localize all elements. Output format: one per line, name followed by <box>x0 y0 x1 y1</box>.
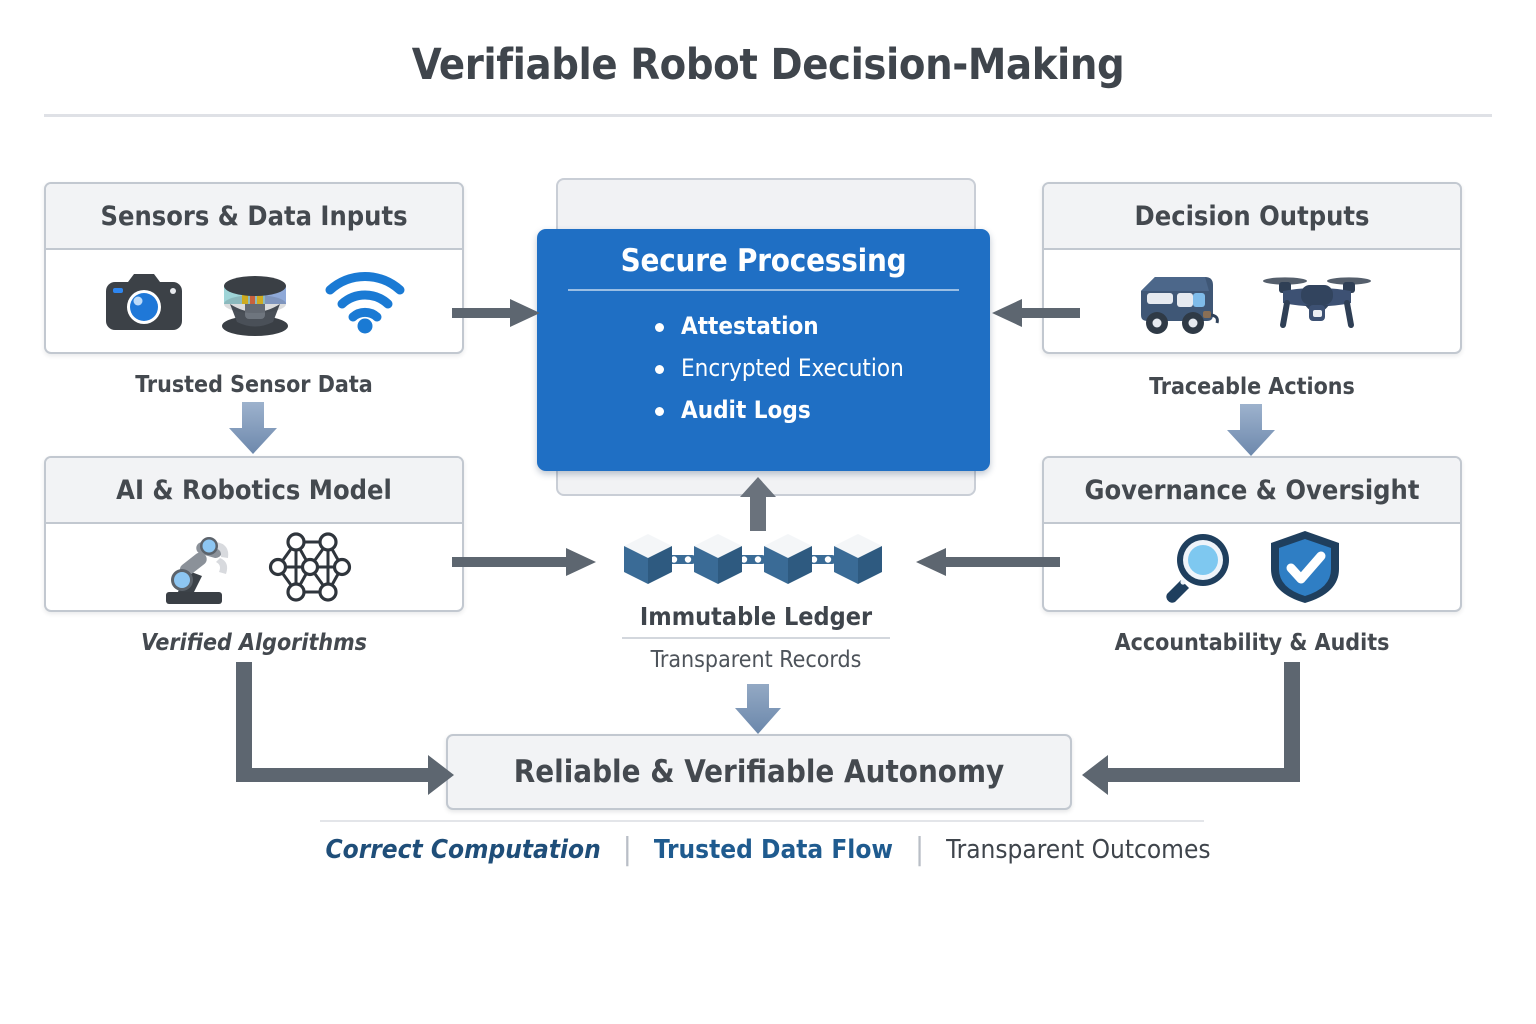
secure-processing-card[interactable]: Secure Processing Attestation Encrypted … <box>537 229 990 471</box>
caption-trusted-sensor-data: Trusted Sensor Data <box>135 372 373 398</box>
footer-separator: | <box>915 832 925 867</box>
card-decision-outputs[interactable]: Decision Outputs <box>1042 182 1462 354</box>
autonomous-vehicle-icon <box>1131 265 1235 337</box>
arrow-model-to-ledger <box>452 544 600 580</box>
arrow-sensors-to-model <box>222 402 284 456</box>
card-governance-body <box>1044 524 1460 610</box>
caption-accountability-audits: Accountability & Audits <box>1114 630 1390 656</box>
arrow-governance-to-ledger <box>912 544 1060 580</box>
card-sensors-heading: Sensors & Data Inputs <box>46 184 462 250</box>
footer-item-correct-computation: Correct Computation <box>325 834 601 865</box>
arrow-ledger-to-autonomy <box>730 684 786 734</box>
secure-processing-title: Secure Processing <box>620 243 907 279</box>
footer-divider <box>320 820 1204 822</box>
title-divider <box>44 114 1492 117</box>
secure-list-item: Encrypted Execution <box>655 347 990 389</box>
caption-verified-algorithms: Verified Algorithms <box>141 630 367 656</box>
page-title: Verifiable Robot Decision-Making <box>411 40 1125 90</box>
arrow-sensors-to-secure <box>452 295 544 331</box>
arrow-ledger-to-secure <box>736 477 780 531</box>
arrow-outputs-to-governance <box>1220 404 1282 458</box>
immutable-ledger-group[interactable]: Immutable Ledger Transparent Records <box>600 528 912 673</box>
footer-tagline-row: Correct Computation | Trusted Data Flow … <box>0 832 1536 867</box>
ledger-subtitle: Transparent Records <box>650 647 862 673</box>
ledger-divider <box>622 637 890 639</box>
autonomy-label: Reliable & Verifiable Autonomy <box>513 754 1005 790</box>
card-outputs-body <box>1044 250 1460 352</box>
arrow-outputs-to-secure <box>988 295 1080 331</box>
card-sensors-body <box>46 250 462 352</box>
ledger-title: Immutable Ledger <box>639 602 873 631</box>
neural-network-icon <box>264 528 356 606</box>
secure-list-item: Attestation <box>655 305 990 347</box>
secure-processing-divider <box>568 289 959 291</box>
caption-traceable-actions: Traceable Actions <box>1149 374 1355 400</box>
lidar-icon <box>212 264 298 338</box>
robot-arm-icon <box>152 528 238 606</box>
reliable-verifiable-autonomy-bar[interactable]: Reliable & Verifiable Autonomy <box>446 734 1072 810</box>
magnifier-icon <box>1159 528 1239 606</box>
secure-list-item: Audit Logs <box>655 389 990 431</box>
shield-check-icon <box>1265 527 1345 607</box>
footer-item-transparent-outcomes: Transparent Outcomes <box>946 834 1211 865</box>
footer-item-trusted-data-flow: Trusted Data Flow <box>653 834 894 865</box>
card-sensors-data-inputs[interactable]: Sensors & Data Inputs <box>44 182 464 354</box>
secure-processing-list: Attestation Encrypted Execution Audit Lo… <box>537 305 990 431</box>
card-outputs-heading: Decision Outputs <box>1044 184 1460 250</box>
card-governance-heading: Governance & Oversight <box>1044 458 1460 524</box>
card-model-body <box>46 524 462 610</box>
card-model-heading: AI & Robotics Model <box>46 458 462 524</box>
camera-icon <box>102 266 186 336</box>
arrow-model-elbow-to-autonomy <box>228 662 458 795</box>
footer-separator: | <box>622 832 632 867</box>
card-governance-oversight[interactable]: Governance & Oversight <box>1042 456 1462 612</box>
drone-icon <box>1261 265 1373 337</box>
blockchain-icon <box>600 528 912 590</box>
wifi-icon <box>324 268 406 334</box>
card-ai-robotics-model[interactable]: AI & Robotics Model <box>44 456 464 612</box>
arrow-governance-elbow-to-autonomy <box>1078 662 1308 795</box>
